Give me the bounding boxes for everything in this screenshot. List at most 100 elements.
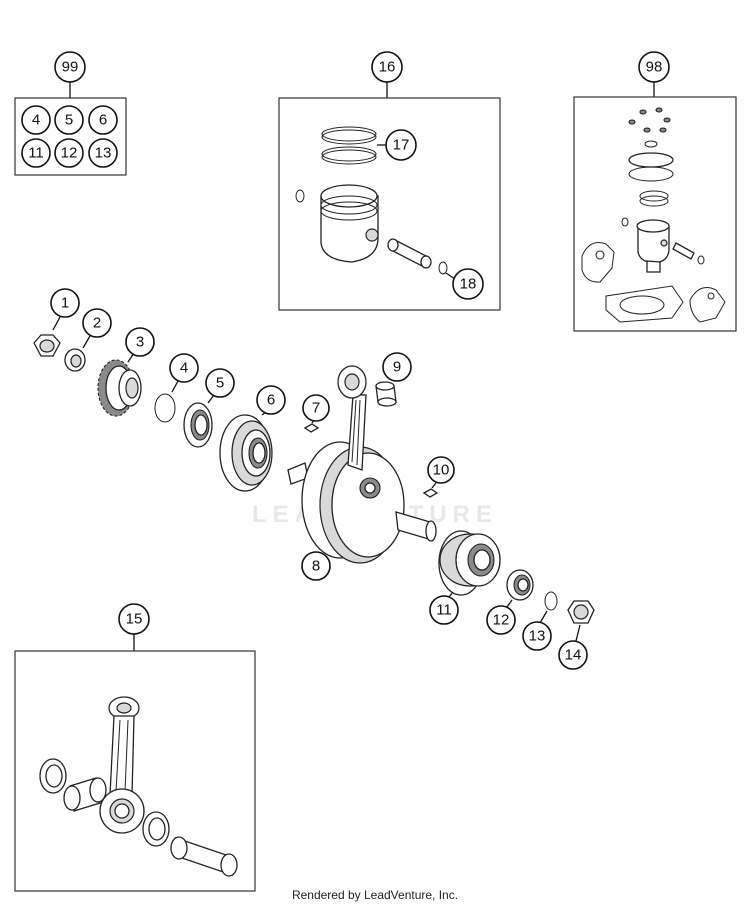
kit-15-box <box>14 650 256 892</box>
svg-text:6: 6 <box>99 112 107 129</box>
callout-11[interactable]: 11 <box>429 595 459 625</box>
needle-bearing-icon <box>375 381 397 407</box>
footer-credit: Rendered by LeadVenture, Inc. <box>291 888 459 902</box>
piston-rings-icon <box>321 126 377 165</box>
crankshaft-icon <box>287 365 437 564</box>
kit-16-group: 16 17 18 <box>278 51 501 311</box>
svg-text:18: 18 <box>460 276 477 293</box>
svg-text:5: 5 <box>65 112 73 129</box>
crank-pin-icon <box>170 836 238 877</box>
svg-text:4: 4 <box>32 112 40 129</box>
leader-13 <box>539 610 548 624</box>
kit-99-item-6[interactable]: 6 <box>88 105 118 135</box>
svg-text:12: 12 <box>61 145 78 162</box>
svg-text:99: 99 <box>62 59 79 76</box>
leader-12 <box>506 599 513 608</box>
kit-16-box <box>278 97 501 311</box>
kit-99-box <box>14 97 127 176</box>
main-bearing-right-icon <box>438 530 501 596</box>
kit-99-group: 99 4 5 6 11 12 13 <box>14 51 127 176</box>
kit-99-item-4[interactable]: 4 <box>21 105 51 135</box>
kit-99-item-13[interactable]: 13 <box>88 138 118 168</box>
o-ring-icon <box>154 393 176 423</box>
callout-17[interactable]: 17 <box>385 129 417 161</box>
leader-2 <box>82 335 91 349</box>
callout-16[interactable]: 16 <box>371 51 403 83</box>
kit-99-item-11[interactable]: 11 <box>21 138 51 168</box>
callout-10[interactable]: 10 <box>427 456 455 484</box>
leader-5 <box>207 394 215 404</box>
callout-18[interactable]: 18 <box>452 268 484 300</box>
woodruff-key-icon <box>422 488 439 498</box>
kit-98-group: 98 <box>573 51 737 332</box>
svg-text:13: 13 <box>95 145 112 162</box>
callout-12[interactable]: 12 <box>486 605 516 635</box>
callout-98[interactable]: 98 <box>638 51 670 83</box>
callout-15[interactable]: 15 <box>118 603 150 635</box>
svg-text:11: 11 <box>436 602 452 619</box>
svg-text:13: 13 <box>529 628 546 645</box>
svg-text:2: 2 <box>93 315 101 332</box>
svg-text:1: 1 <box>61 295 69 312</box>
exhaust-gasket-icon <box>689 287 726 323</box>
piston-icon <box>320 184 379 263</box>
kit-98-box <box>573 96 737 332</box>
kit-15-group: 15 <box>14 603 256 892</box>
connecting-rod-icon <box>99 696 145 834</box>
callout-8[interactable]: 8 <box>301 551 331 581</box>
circlip-icon <box>438 261 448 275</box>
kit-99-item-12[interactable]: 12 <box>54 138 84 168</box>
gear-icon <box>97 359 142 417</box>
kit-pin-icon <box>672 242 695 260</box>
piston-ring-icon <box>639 190 669 202</box>
piston-pin-icon <box>387 238 432 269</box>
nut-icon <box>567 600 595 624</box>
callout-14[interactable]: 14 <box>558 640 588 670</box>
callout-7[interactable]: 7 <box>302 394 330 422</box>
callout-99[interactable]: 99 <box>54 51 86 83</box>
woodruff-key-icon <box>303 423 320 433</box>
svg-text:9: 9 <box>393 359 401 376</box>
svg-text:5: 5 <box>216 375 224 392</box>
main-bearing-left-icon <box>219 414 273 492</box>
shaft-seal-icon <box>183 402 213 448</box>
svg-text:98: 98 <box>646 59 663 76</box>
svg-text:8: 8 <box>312 558 320 575</box>
shaft-seal-icon <box>506 569 534 601</box>
seal-ring-icon <box>628 152 674 168</box>
big-end-bearing-icon <box>63 777 107 812</box>
o-ring-icon <box>544 591 558 611</box>
leader-10 <box>431 482 437 489</box>
small-orings-icon <box>628 107 671 148</box>
svg-text:17: 17 <box>393 137 410 154</box>
callout-6[interactable]: 6 <box>256 385 286 415</box>
svg-text:11: 11 <box>28 145 44 162</box>
leader-11 <box>448 591 454 598</box>
cylinder-base-gasket-icon <box>605 285 684 323</box>
circlip-icon <box>295 189 305 203</box>
svg-text:4: 4 <box>180 360 188 377</box>
thrust-washer-icon <box>39 758 67 794</box>
callout-13[interactable]: 13 <box>522 621 552 651</box>
leader-4 <box>171 380 179 393</box>
callout-9[interactable]: 9 <box>382 352 412 382</box>
washer-icon <box>64 348 86 372</box>
cover-gasket-icon <box>581 242 615 283</box>
callout-2[interactable]: 2 <box>82 308 112 338</box>
callout-3[interactable]: 3 <box>125 327 155 357</box>
small-bearing-icon <box>646 260 661 273</box>
leader-14 <box>575 624 581 642</box>
svg-text:16: 16 <box>379 59 396 76</box>
svg-text:12: 12 <box>493 612 510 629</box>
kit-piston-icon <box>636 219 670 264</box>
svg-text:7: 7 <box>312 400 320 417</box>
svg-text:3: 3 <box>136 334 144 351</box>
svg-text:15: 15 <box>126 611 143 628</box>
crankshaft-assembly: 1 2 3 4 5 <box>33 288 595 670</box>
callout-5[interactable]: 5 <box>205 368 235 398</box>
kit-99-item-5[interactable]: 5 <box>54 105 84 135</box>
callout-4[interactable]: 4 <box>169 353 199 383</box>
callout-1[interactable]: 1 <box>50 288 80 318</box>
svg-text:14: 14 <box>565 647 582 664</box>
